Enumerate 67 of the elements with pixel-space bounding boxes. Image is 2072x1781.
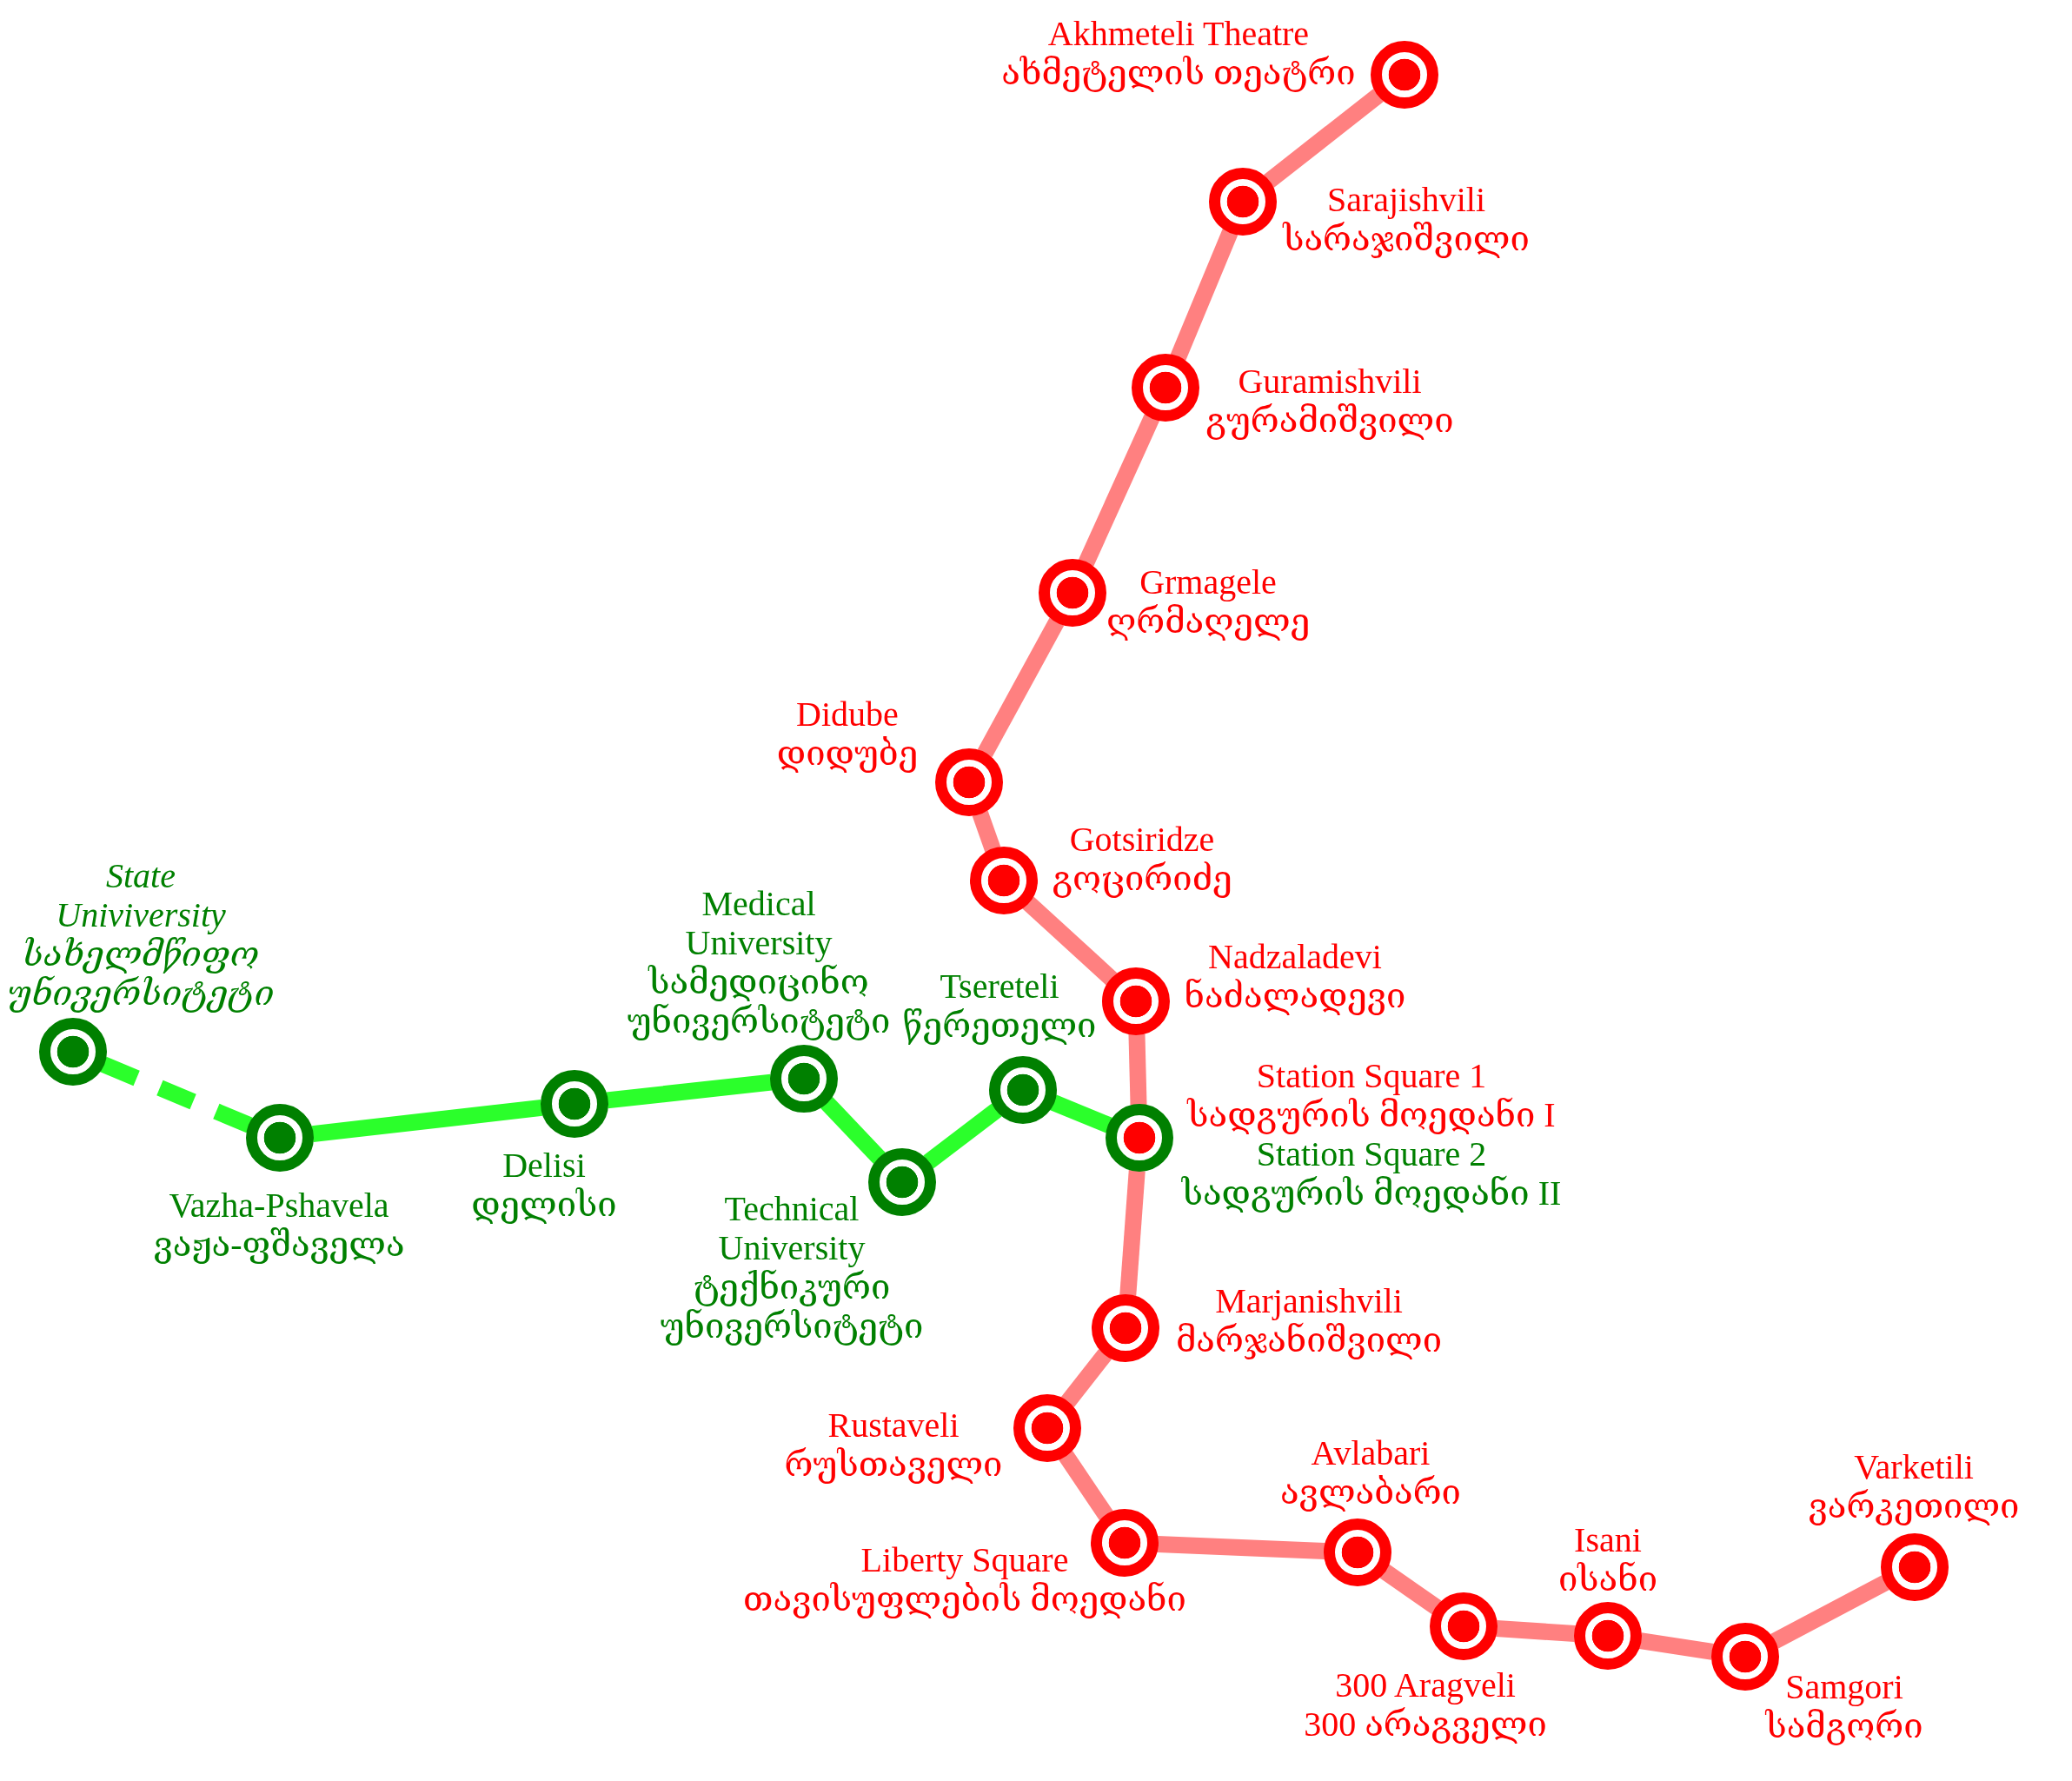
station-name: Guramishvili [1238, 362, 1422, 401]
station-name: Avlabari [1311, 1433, 1431, 1472]
station-name: ნაძალადევი [1184, 976, 1406, 1015]
station-name: წერეთელი [902, 1006, 1097, 1045]
station-name: Rustaveli [827, 1406, 960, 1445]
station-name: Tsereteli [940, 967, 1059, 1006]
track-line [1022, 896, 1118, 986]
track-line [1263, 88, 1385, 189]
track-line [1379, 1564, 1442, 1615]
station-name: ტექნიკური უნივერსიტეტი [660, 1267, 924, 1346]
track-line [1496, 1620, 1576, 1642]
station-name: Varketili [1854, 1447, 1974, 1486]
station-name: Liberty Square [860, 1540, 1069, 1579]
station-name: Station Square 1 [1256, 1056, 1487, 1095]
station-name: Nadzaladevi [1208, 937, 1382, 976]
station-name: გოცირიძე [1052, 859, 1232, 898]
station-name: Samgori [1785, 1667, 1903, 1706]
station-name: თავისუფლების მოედანი [743, 1579, 1186, 1618]
station-name: მარჯანიშვილი [1175, 1320, 1443, 1359]
station-name: Gotsiridze [1069, 820, 1215, 859]
track-line [1128, 1033, 1147, 1106]
track-line [1638, 1632, 1715, 1660]
station-name: ვაჟა-ფშაველა [153, 1225, 405, 1264]
station-name: სახელმწიფო უნივერსიტეტი [7, 934, 275, 1013]
station-name: სადგურის მოედანი II [1181, 1173, 1562, 1213]
station-name: Isani [1574, 1520, 1642, 1559]
track-line [1078, 414, 1160, 567]
station-name: ისანი [1557, 1559, 1658, 1598]
station-name: 300 არაგველი [1304, 1705, 1547, 1744]
station-name: Sarajishvili [1326, 180, 1486, 219]
track-line [1059, 1451, 1113, 1520]
station-name: ღრმაღელე [1106, 601, 1311, 641]
station-name: Vazha-Pshavela [169, 1186, 389, 1225]
track-line [100, 1056, 253, 1133]
station-name: რუსთაველი [784, 1445, 1003, 1484]
station-name: Delisi [502, 1146, 586, 1185]
station-name: Grmagele [1139, 562, 1277, 601]
station-name: სარაჯიშვილი [1283, 219, 1530, 258]
track-line [977, 617, 1065, 758]
track-line [820, 1096, 886, 1165]
station-name: Didube [796, 694, 899, 734]
station-name: დიდუბე [776, 734, 919, 773]
station-name: დელისი [471, 1185, 617, 1224]
station-name: სამედიცინო უნივერსიტეტი [627, 962, 891, 1040]
track-line [1050, 1094, 1112, 1133]
track-line [1060, 1348, 1112, 1408]
track-line [923, 1103, 1002, 1169]
track-line [1157, 1536, 1325, 1559]
station-name: ვარკეთილი [1808, 1486, 2020, 1525]
station-name: სადგურის მოედანი I [1187, 1095, 1556, 1134]
station-name: Marjanishvili [1215, 1281, 1403, 1320]
station-name: 300 Aragveli [1335, 1665, 1516, 1705]
station-name: Station Square 2 [1256, 1134, 1487, 1173]
station-marker [1013, 1394, 1081, 1462]
station-name: ახმეტელის თეატრი [1001, 53, 1356, 92]
track-line [972, 810, 1001, 853]
station-marker [970, 847, 1038, 914]
station-name: Akhmeteli Theatre [1047, 14, 1310, 53]
station-marker [868, 1148, 936, 1216]
track-line [1770, 1575, 1889, 1649]
station-name: გურამიშვილი [1205, 401, 1454, 440]
station-name: სამგორი [1765, 1706, 1923, 1745]
track-line [606, 1073, 773, 1109]
track-line [1119, 1170, 1146, 1296]
track-line [1170, 229, 1239, 361]
track-line [311, 1099, 543, 1143]
station-name: ავლაბარი [1280, 1472, 1461, 1512]
